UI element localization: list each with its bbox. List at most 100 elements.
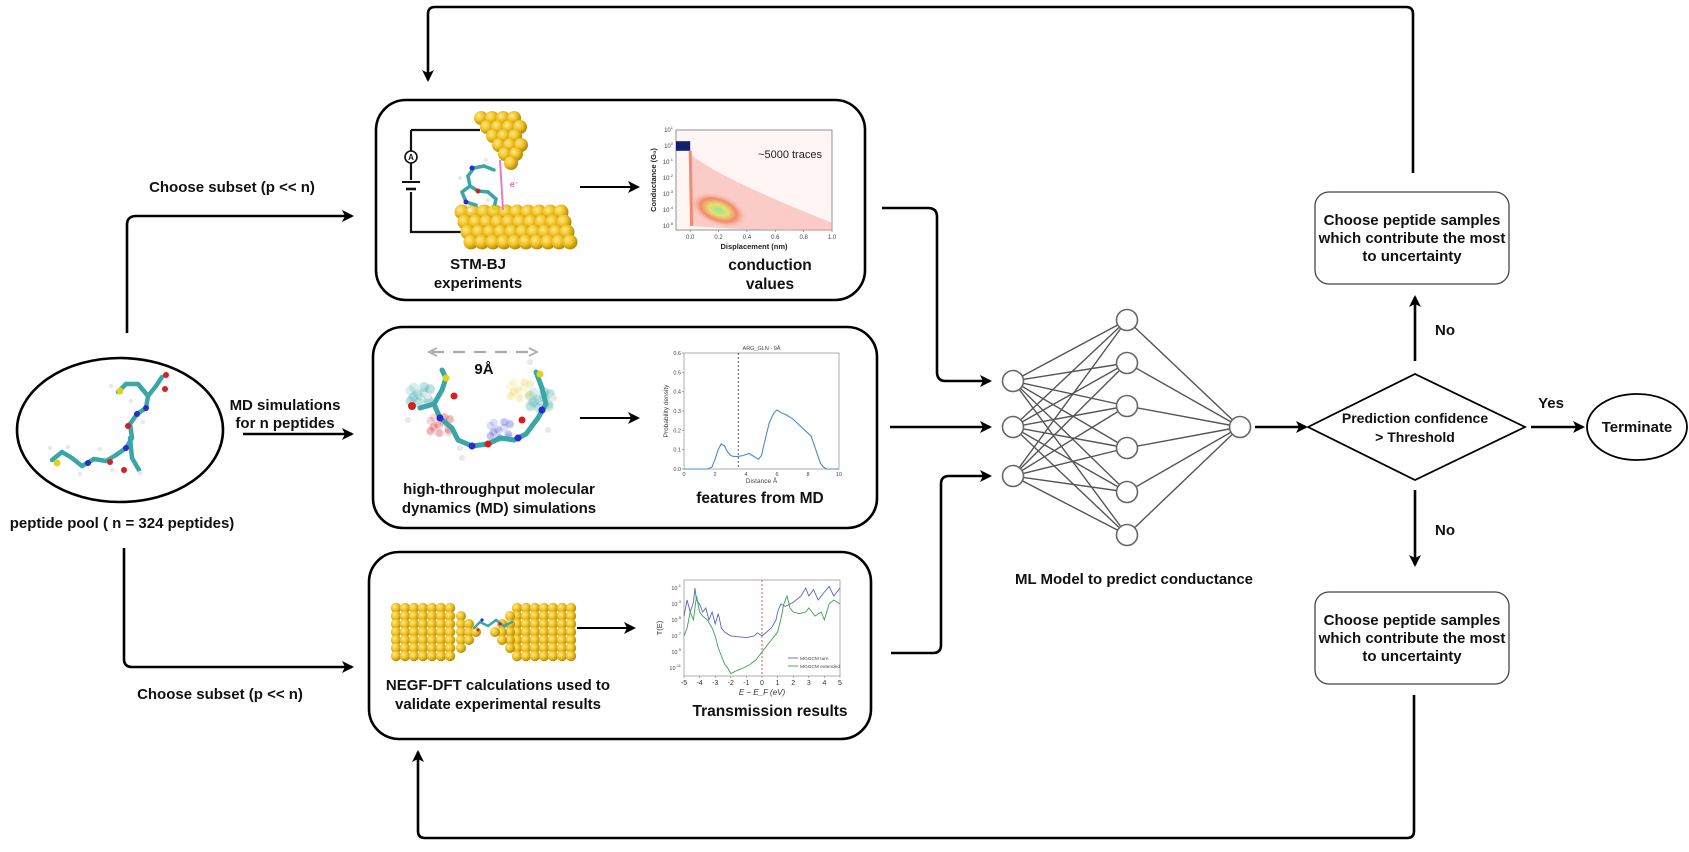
atom: [409, 391, 420, 402]
x-tick-label: 2: [713, 472, 716, 478]
atom: [538, 406, 546, 414]
atom: [134, 411, 140, 417]
atom: [524, 390, 533, 399]
y-tick-label: 10-1: [671, 583, 681, 592]
legend-entry: MGGCM extended: [800, 664, 840, 670]
peptide-pool[interactable]: [15, 356, 225, 504]
gold-atom: [456, 627, 466, 637]
choose-samples-top[interactable]: Choose peptide samples which contribute …: [1314, 191, 1510, 285]
gold-atom: [547, 626, 559, 638]
atom: [418, 382, 429, 393]
atom: [426, 427, 435, 436]
gold-atom: [417, 642, 429, 654]
choose-samples-top-box[interactable]: [1314, 191, 1510, 285]
nn-connection: [1126, 426, 1241, 536]
atom: [514, 386, 523, 395]
peptide-pool-ellipse[interactable]: [15, 356, 225, 504]
atom: [525, 379, 534, 388]
x-tick-label: 0.2: [714, 235, 723, 241]
gold-atom: [529, 642, 541, 654]
bond: [478, 620, 490, 628]
ml-model-network[interactable]: [1001, 308, 1252, 547]
decision-node[interactable]: Prediction confidence > Threshold: [1305, 372, 1528, 482]
y-tick-label: 10-1: [663, 157, 674, 166]
svg-text:A: A: [408, 153, 414, 162]
gold-atom: [511, 642, 523, 654]
choose-bottom-line-3: to uncertainty: [1362, 648, 1462, 665]
gold-atom: [538, 634, 550, 646]
gold-atom: [505, 643, 515, 653]
gold-atom: [511, 602, 523, 614]
atom: [408, 392, 419, 403]
gold-atom: [426, 650, 438, 662]
gold-atom: [435, 618, 447, 630]
atom: [109, 467, 115, 473]
gold-atom: [505, 611, 515, 621]
atom: [510, 387, 519, 396]
bond: [135, 381, 151, 399]
atom: [419, 382, 430, 393]
atom: [523, 389, 532, 398]
choose-samples-bottom-box[interactable]: [1314, 591, 1510, 685]
gold-atom: [538, 618, 550, 630]
atom: [505, 420, 514, 429]
gold-atom: [399, 618, 411, 630]
terminate-ellipse[interactable]: [1586, 393, 1688, 461]
atom: [513, 385, 522, 394]
gold-atom: [408, 610, 420, 622]
negf-molecule-icon: [472, 618, 514, 632]
gold-atom: [529, 626, 541, 638]
gold-atom: [520, 642, 532, 654]
gold-atom: [390, 626, 402, 638]
gold-atom: [529, 634, 541, 646]
x-axis-label: E − E_F (eV): [739, 688, 786, 697]
plot-frame: [683, 352, 840, 470]
bond: [127, 435, 135, 461]
transmission-series-turn: [683, 585, 841, 639]
stm-to-ml-arrow: [882, 206, 992, 387]
terminate-node[interactable]: Terminate: [1586, 393, 1688, 461]
atom: [430, 422, 439, 431]
gold-atom: [417, 610, 429, 622]
choose-samples-bottom[interactable]: Choose peptide samples which contribute …: [1314, 591, 1510, 685]
md-ensemble-molecule-icon: [405, 359, 557, 461]
gold-atom: [518, 234, 534, 250]
atom: [475, 188, 481, 194]
choose-bottom-line-1: Choose peptide samples: [1324, 612, 1501, 629]
nn-connection: [1012, 447, 1128, 477]
atom: [121, 467, 127, 473]
gold-atom: [471, 627, 481, 637]
gold-atom: [474, 234, 490, 250]
md-caption-2: dynamics (MD) simulations: [402, 500, 596, 517]
x-tick-label: 0.0: [686, 235, 695, 241]
gold-atom: [390, 618, 402, 630]
feedback-arrow-bottom: [412, 695, 1416, 840]
gold-atom: [408, 634, 420, 646]
gold-atom: [511, 650, 523, 662]
y-axis-label: Probability density: [663, 384, 670, 437]
atom: [425, 393, 431, 399]
decision-diamond[interactable]: [1305, 372, 1528, 482]
electron-path: [499, 159, 504, 211]
gold-atom: [435, 634, 447, 646]
atom: [469, 165, 475, 171]
atom: [163, 372, 169, 378]
gold-atom: [520, 602, 532, 614]
y-tick-label: 10-3: [663, 189, 674, 198]
peptide-molecule-icon: [47, 372, 169, 477]
atom: [506, 391, 515, 400]
legend-entry: MGGCM turn: [800, 656, 829, 662]
y-tick-label: 10-9: [671, 647, 681, 656]
stm-caption-1: STM-BJ: [450, 256, 506, 273]
atom: [514, 434, 522, 442]
gold-atom: [556, 602, 568, 614]
x-tick-label: 0.8: [799, 235, 808, 241]
y-tick-label: 0.0: [673, 467, 681, 473]
gold-atom: [399, 602, 411, 614]
x-tick-label: 0: [682, 472, 685, 478]
atom: [405, 385, 416, 396]
